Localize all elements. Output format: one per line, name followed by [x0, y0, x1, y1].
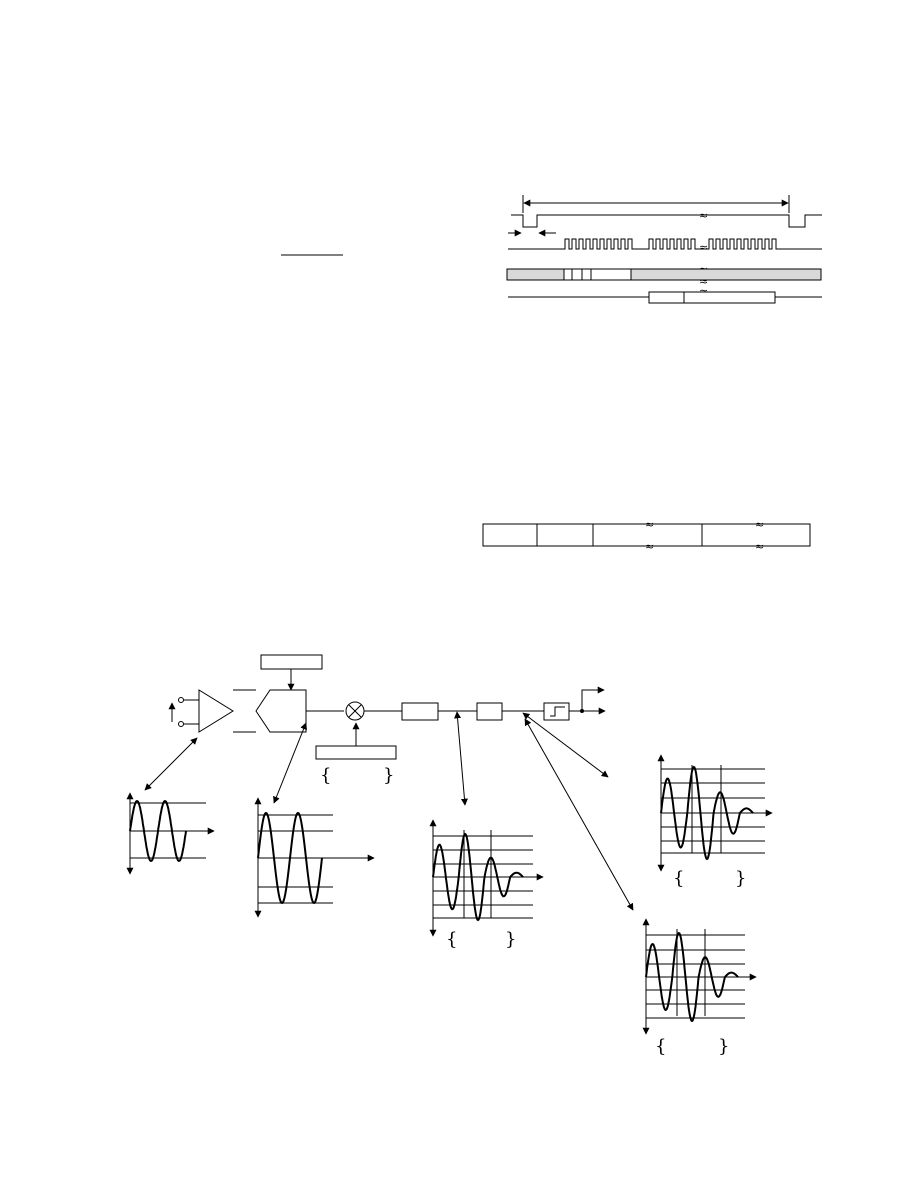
brace-open: { — [673, 868, 684, 889]
probe-arrow-4 — [522, 712, 609, 778]
break-mark: ≈ — [645, 540, 654, 553]
brace-open: { — [446, 929, 457, 950]
brace-close-osc: } — [383, 765, 394, 786]
brace-open: { — [655, 1036, 666, 1057]
data-field — [563, 268, 632, 281]
waveform-plots: {}{}{} — [126, 754, 773, 1057]
break-mark: ≈ — [645, 518, 654, 531]
break-mark: ≈ — [755, 518, 764, 531]
brace-close: } — [505, 929, 516, 950]
plot-waveform — [432, 832, 524, 922]
break-mark: ≈ — [699, 209, 708, 222]
filter-block-2 — [476, 702, 503, 721]
clock-trace — [508, 238, 822, 250]
probe-arrow-5 — [524, 718, 634, 911]
plot-waveform — [660, 765, 754, 861]
waveform-plot-3: {} — [429, 819, 544, 950]
waveform-plot-4: {} — [657, 754, 773, 889]
timing-diagram: ≈≈≈≈≈≈ — [506, 195, 822, 308]
adc-block — [255, 689, 307, 733]
output-field — [648, 291, 776, 304]
probe-arrow-1 — [144, 737, 198, 791]
probe-arrow-3 — [454, 711, 468, 806]
frame-format-bar — [482, 523, 811, 547]
filter-block-1 — [401, 702, 439, 721]
plot-waveform — [645, 931, 739, 1023]
waveform-plot-2 — [254, 797, 375, 918]
waveform-plot-1 — [126, 792, 215, 875]
break-mark: ≈ — [755, 540, 764, 553]
output-branch-arrow — [581, 686, 605, 711]
probe-arrow-2 — [273, 722, 307, 804]
brace-open-osc: { — [320, 765, 331, 786]
control-block-top — [260, 654, 323, 670]
plot-waveform — [257, 811, 323, 905]
break-mark: ≈ — [699, 275, 708, 288]
comparator-block — [543, 702, 570, 721]
frame-break-marks: ≈ ≈ ≈ ≈ — [645, 518, 764, 553]
input-terminal-neg — [178, 721, 184, 727]
break-mark: ≈ — [699, 241, 708, 254]
frame-format: ≈ ≈ ≈ ≈ — [482, 518, 811, 553]
shaded-field-left — [506, 268, 565, 281]
waveform-plot-5: {} — [642, 918, 757, 1057]
shaded-field-right — [630, 268, 822, 281]
brace-close: } — [718, 1036, 729, 1057]
brace-close: } — [735, 868, 746, 889]
amplifier-triangle — [198, 689, 234, 733]
plot-waveform — [129, 799, 187, 863]
oscillator-block — [315, 745, 397, 760]
input-terminal-pos — [178, 697, 184, 703]
block-diagram: { } {}{}{} — [126, 654, 773, 1057]
sync-pulse-trace — [511, 214, 822, 228]
